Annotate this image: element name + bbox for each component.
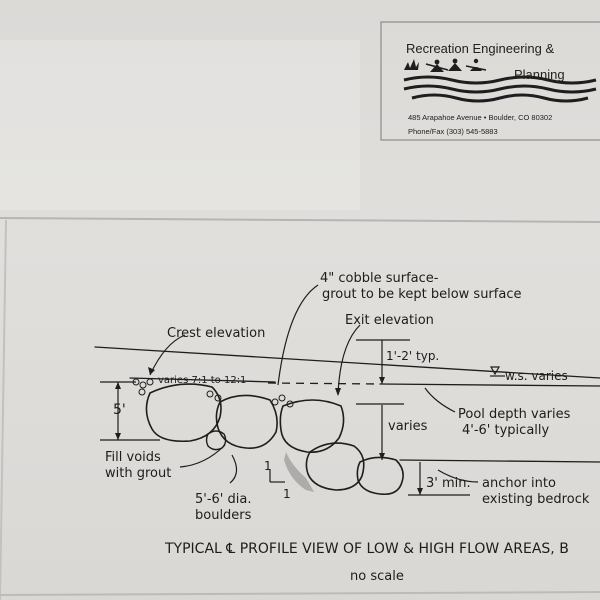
water-surface-symbol-icon <box>489 366 501 376</box>
fill-voids-line2: with grout <box>105 466 171 481</box>
company-name-line2: Planning <box>514 67 565 82</box>
company-phone: Phone/Fax (303) 545-5883 <box>408 127 498 136</box>
anchor-label-line2: existing bedrock <box>482 492 590 507</box>
boulder-size-line1: 5'-6' dia. <box>195 492 251 507</box>
boulder <box>356 456 404 496</box>
water-surface-label: w.s. varies <box>505 369 568 383</box>
diagram-labels: 4" cobble surface- grout to be kept belo… <box>105 271 590 523</box>
kayaker-logo-icon <box>404 58 487 72</box>
boulder <box>215 394 278 449</box>
boulder-group <box>132 378 404 496</box>
slope-horizontal-label: 1 <box>283 487 291 501</box>
slope-varies-label: varies 7:1 to 12:1 <box>158 375 246 386</box>
arrowheads <box>115 367 423 495</box>
company-name-line1: Recreation Engineering & <box>406 41 554 56</box>
slope-vertical-label: 1 <box>264 459 272 473</box>
crest-elevation-label: Crest elevation <box>167 326 265 341</box>
height-label: 5' <box>113 402 126 418</box>
logo-block: Recreation Engineering & Planning 485 Ar… <box>380 21 600 141</box>
wave-icon-2 <box>403 84 597 94</box>
anchor-label-line1: anchor into <box>482 476 556 491</box>
pool-varies-label: varies <box>388 419 428 434</box>
company-address: 485 Arapahoe Avenue • Boulder, CO 80302 <box>408 113 552 122</box>
no-scale-note: no scale <box>350 569 404 584</box>
sheet-upper-edge <box>0 217 600 223</box>
fill-voids-line1: Fill voids <box>105 450 161 465</box>
pool-depth-line2: 4'-6' typically <box>462 423 550 438</box>
pool-depth-line1: Pool depth varies <box>458 407 571 422</box>
sheet-bottom-edge <box>0 591 600 596</box>
grout-fill <box>284 452 314 492</box>
boulder-size-line2: boulders <box>195 508 252 523</box>
sheet-left-edge <box>0 219 7 600</box>
logo-box <box>380 21 600 141</box>
glare-top-left <box>0 40 360 210</box>
wave-icon-3 <box>411 93 589 103</box>
crest-water-line <box>129 377 276 383</box>
boulder <box>305 442 365 491</box>
cobble-label-line2: grout to be kept below surface <box>322 287 521 302</box>
drawing-caption: TYPICAL ℄ PROFILE VIEW OF LOW & HIGH FLO… <box>164 541 569 557</box>
exit-elevation-label: Exit elevation <box>345 313 434 328</box>
dimension-lines <box>100 284 505 496</box>
pool-bottom-line <box>399 459 600 463</box>
cobble-label-line1: 4" cobble surface- <box>320 271 439 286</box>
wave-icon <box>403 75 597 85</box>
cobble-surface <box>132 378 294 408</box>
downstream-water-line <box>379 383 600 387</box>
dashed-grout-line <box>267 382 381 385</box>
profile-lines <box>94 346 600 463</box>
upstream-water-line <box>94 346 600 379</box>
boulder <box>279 399 345 454</box>
drop-height-label: 1'-2' typ. <box>386 349 439 363</box>
anchor-dimension-label: 3' min. <box>426 476 471 491</box>
